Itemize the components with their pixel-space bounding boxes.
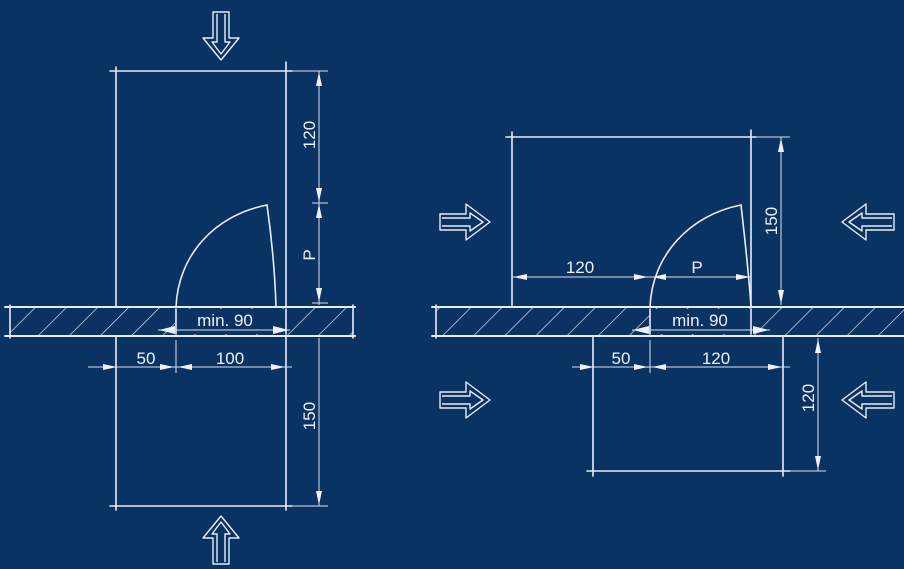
left-horizontal-dimension bbox=[88, 340, 292, 373]
right-inner-dimension bbox=[512, 274, 751, 280]
right-dim-bottom-height: 120 bbox=[799, 384, 818, 412]
right-dim-passage: P bbox=[691, 258, 702, 277]
left-vertical-dimension bbox=[292, 70, 328, 507]
right-bottom-room bbox=[586, 335, 791, 477]
right-dim-top-left: 120 bbox=[566, 258, 594, 277]
right-dim-offset: 50 bbox=[612, 349, 631, 368]
right-dim-bottom-width: 120 bbox=[702, 349, 730, 368]
left-opening-dimension bbox=[158, 326, 290, 334]
right-door-swing bbox=[649, 204, 752, 308]
left-dim-bottom-room: 150 bbox=[300, 402, 319, 430]
right-dim-top-height: 150 bbox=[762, 207, 781, 235]
left-dim-top-room: 120 bbox=[300, 121, 319, 149]
left-drawing: 120 P 150 min. 90 50 100 bbox=[4, 11, 356, 565]
left-dim-opening: min. 90 bbox=[197, 311, 253, 330]
right-bottom-height-dimension bbox=[790, 338, 826, 472]
right-top-height-dimension bbox=[756, 136, 790, 305]
hollow-arrow-left-icon bbox=[841, 203, 895, 241]
hollow-arrow-up-icon bbox=[202, 515, 240, 565]
hollow-arrow-right-icon bbox=[439, 203, 491, 241]
left-dim-passage: P bbox=[300, 249, 319, 260]
right-top-room bbox=[505, 129, 757, 308]
hollow-arrow-right-icon bbox=[439, 381, 491, 419]
right-wall bbox=[431, 304, 904, 339]
left-wall bbox=[4, 304, 356, 339]
left-dim-door-clear: 100 bbox=[216, 349, 244, 368]
right-drawing: 120 P 150 min. 90 50 120 bbox=[431, 129, 904, 477]
left-dim-offset: 50 bbox=[137, 349, 156, 368]
left-door-swing bbox=[175, 204, 277, 308]
right-dim-opening: min. 90 bbox=[672, 311, 728, 330]
right-horizontal-dimension bbox=[572, 340, 790, 373]
left-top-room bbox=[109, 61, 293, 308]
right-opening-dimension bbox=[632, 326, 770, 334]
left-bottom-room bbox=[109, 335, 293, 511]
hollow-arrow-left-icon bbox=[841, 381, 895, 419]
hollow-arrow-down-icon bbox=[202, 11, 240, 61]
